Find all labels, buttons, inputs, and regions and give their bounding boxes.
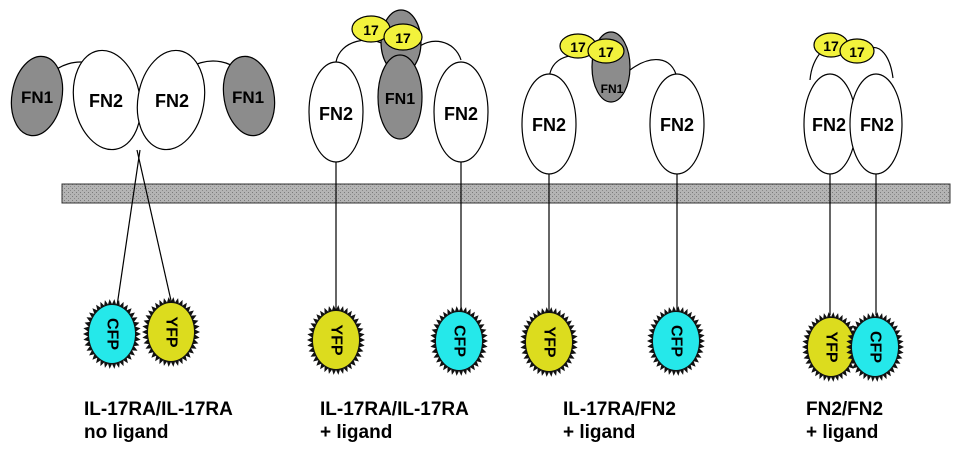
caption-line-1: IL-17RA/IL-17RA [320, 399, 469, 420]
fn1-domain [222, 55, 276, 137]
cfp-label: CFP [104, 318, 121, 350]
caption-line-2: no ligand [84, 422, 169, 443]
panel-2-caption: IL-17RA/IL-17RA + ligand [320, 398, 469, 444]
panel-4-caption: FN2/FN2 + ligand [806, 398, 883, 444]
caption-line-1: FN2/FN2 [806, 399, 884, 420]
fp-body [148, 303, 194, 361]
ligand-label: 17 [395, 30, 411, 46]
panel-3-caption: IL-17RA/FN2 + ligand [563, 398, 676, 444]
yfp-protein: YFP [802, 312, 860, 382]
il17-ligand [383, 23, 423, 51]
yfp-protein: YFP [142, 297, 200, 367]
fp-body [89, 305, 135, 363]
cfp-label: CFP [451, 325, 468, 357]
fn1-label: FN1 [232, 88, 264, 107]
caption-line-2: + ligand [563, 422, 636, 443]
yfp-protein: YFP [520, 307, 578, 377]
fp-body [852, 318, 898, 376]
fn2-label: FN2 [532, 115, 566, 135]
yfp-label: YFP [328, 324, 345, 355]
cfp-protein: CFP [846, 312, 904, 382]
panel-2-with-ligand: 17 17 FN2 FN1 FN2 [308, 9, 489, 312]
panel-3-with-ligand: 17 17 FN1 FN2 FN2 [521, 31, 705, 314]
cell-membrane [61, 183, 951, 204]
fluorescent-proteins: CFP YFP YFP CFP YFP CFP YFP CFP [83, 297, 904, 382]
fn2-domain [649, 73, 705, 175]
fp-body [313, 311, 359, 369]
ligand-label: 17 [849, 44, 865, 60]
cfp-label: CFP [867, 331, 884, 363]
fn2-label: FN2 [319, 104, 353, 124]
fp-body [653, 312, 699, 370]
yfp-label: YFP [163, 316, 180, 347]
il17-ligand [587, 38, 625, 64]
fp-body [808, 318, 854, 376]
fn1-label: FN1 [21, 88, 53, 107]
fn2-label: FN2 [89, 91, 123, 111]
fn1-label: FN1 [601, 82, 624, 96]
cfp-protein: CFP [647, 306, 705, 376]
cfp-protein: CFP [430, 306, 488, 376]
fn2-label: FN2 [444, 104, 478, 124]
yfp-protein: YFP [307, 305, 365, 375]
fp-body [436, 312, 482, 370]
ligand-label: 17 [363, 22, 379, 38]
caption-line-1: IL-17RA/FN2 [563, 399, 676, 420]
fn2-domain [433, 61, 489, 163]
fn2-domain [136, 49, 206, 151]
ligand-label: 17 [598, 44, 614, 60]
ligand-label: 17 [823, 38, 839, 54]
il17-ligand [839, 38, 875, 64]
panel-4-with-ligand: 17 17 FN2 FN2 [803, 32, 903, 315]
panel-1-no-ligand: FN1 FN2 FN2 FN1 [10, 49, 276, 307]
caption-line-1: IL-17RA/IL-17RA [84, 399, 233, 420]
caption-line-2: + ligand [806, 422, 879, 443]
fn1-domain [10, 55, 64, 137]
fn2-domain [521, 73, 577, 175]
yfp-label: YFP [823, 331, 840, 362]
fn1-label: FN1 [385, 91, 415, 108]
cfp-protein: CFP [83, 299, 141, 369]
ligand-label: 17 [570, 39, 586, 55]
yfp-label: YFP [541, 326, 558, 357]
fn2-label: FN2 [660, 115, 694, 135]
fp-body [526, 313, 572, 371]
panel-1-caption: IL-17RA/IL-17RA no ligand [84, 398, 233, 444]
cfp-label: CFP [668, 325, 685, 357]
fn2-label: FN2 [155, 91, 189, 111]
caption-line-2: + ligand [320, 422, 393, 443]
fn2-domain [849, 73, 903, 175]
fn2-label: FN2 [812, 115, 846, 135]
fn1-domain [377, 54, 423, 140]
fn2-domain [308, 61, 364, 163]
fn2-label: FN2 [860, 115, 894, 135]
